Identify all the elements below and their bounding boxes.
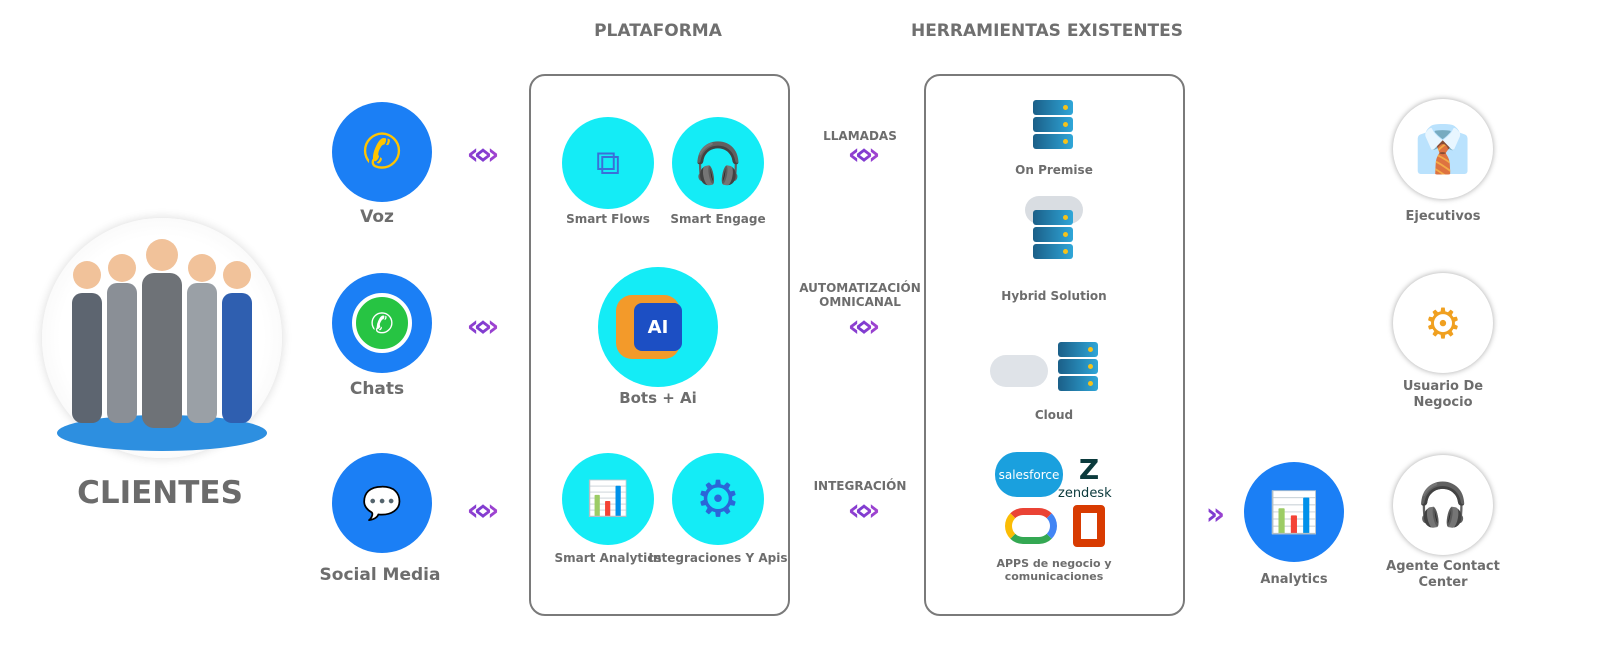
integration-label: INTEGRACIÓN bbox=[813, 479, 907, 493]
apps-label: APPS de negocio y comunicaciones bbox=[996, 557, 1112, 584]
tools-heading: HERRAMIENTAS EXISTENTES bbox=[910, 21, 1184, 41]
clients-group-image bbox=[42, 218, 282, 458]
server-icon bbox=[1033, 210, 1073, 261]
analytics-monitor-icon: 📊 bbox=[586, 479, 630, 519]
on-premise-label: On Premise bbox=[1015, 163, 1093, 177]
integrations-node[interactable]: ⚙ bbox=[672, 453, 764, 545]
agent-avatar: 🎧 bbox=[1393, 455, 1493, 555]
cloud-label: Cloud bbox=[1034, 408, 1074, 422]
zendesk-icon: Z bbox=[1078, 453, 1100, 486]
smart-flows-label: Smart Flows bbox=[566, 212, 650, 226]
phone-icon: ✆ bbox=[361, 124, 403, 180]
smart-analytics-label: Smart Analytics bbox=[554, 551, 662, 565]
bots-ai-label: Bots + Ai bbox=[619, 389, 697, 407]
platform-box bbox=[529, 74, 790, 616]
server-icon bbox=[1058, 342, 1098, 393]
bidirectional-arrow-icon: «» bbox=[831, 312, 891, 342]
bidirectional-arrow-icon: «» bbox=[450, 496, 510, 526]
voice-label: Voz bbox=[360, 207, 394, 227]
chats-channel[interactable]: ✆ bbox=[332, 273, 432, 373]
smart-flows-node[interactable]: ⧉ bbox=[562, 117, 654, 209]
business-user-label: Usuario De Negocio bbox=[1402, 379, 1484, 410]
clients-label: CLIENTES bbox=[77, 475, 243, 511]
voice-channel[interactable]: ✆ bbox=[332, 102, 432, 202]
hybrid-label: Hybrid Solution bbox=[1001, 289, 1107, 303]
google-cloud-icon bbox=[1005, 508, 1057, 544]
analytics-monitor-icon: 📊 bbox=[1269, 489, 1319, 536]
headset-icon: 🎧 bbox=[693, 140, 743, 187]
gear-icon: ⚙ bbox=[695, 470, 741, 528]
business-user-gear-icon: ⚙ bbox=[1424, 298, 1462, 348]
bots-ai-node[interactable]: AI bbox=[598, 267, 718, 387]
cloud-upload-icon bbox=[990, 355, 1048, 387]
agent-headset-icon: 🎧 bbox=[1416, 480, 1470, 529]
business-user-avatar: ⚙ bbox=[1393, 273, 1493, 373]
flowchart-icon: ⧉ bbox=[595, 143, 621, 183]
bidirectional-arrow-icon: «» bbox=[450, 140, 510, 170]
social-media-channel[interactable]: 💬 bbox=[332, 453, 432, 553]
chats-label: Chats bbox=[349, 379, 405, 399]
analytics-label: Analytics bbox=[1260, 572, 1328, 587]
automation-label: AUTOMATIZACIÓN OMNICANAL bbox=[799, 281, 921, 310]
zendesk-logo: zendesk bbox=[1058, 486, 1112, 501]
businessman-icon: 👔 bbox=[1414, 121, 1472, 176]
bidirectional-arrow-icon: «» bbox=[831, 496, 891, 526]
social-media-icon: 💬 bbox=[362, 484, 402, 522]
calls-label: LLAMADAS bbox=[823, 129, 897, 143]
social-media-label: Social Media bbox=[319, 565, 441, 585]
smart-engage-label: Smart Engage bbox=[670, 212, 766, 226]
whatsapp-icon: ✆ bbox=[352, 293, 412, 353]
salesforce-logo: salesforce bbox=[995, 452, 1063, 497]
smart-engage-node[interactable]: 🎧 bbox=[672, 117, 764, 209]
server-icon bbox=[1033, 100, 1073, 151]
bidirectional-arrow-icon: «» bbox=[450, 312, 510, 342]
smart-analytics-node[interactable]: 📊 bbox=[562, 453, 654, 545]
bidirectional-arrow-icon: «» bbox=[831, 140, 891, 170]
forward-arrow-icon: » bbox=[1190, 500, 1235, 530]
tools-box bbox=[924, 74, 1185, 616]
platform-heading: PLATAFORMA bbox=[594, 21, 722, 41]
executives-label: Ejecutivos bbox=[1405, 209, 1481, 224]
office-icon bbox=[1073, 505, 1105, 547]
agent-label: Agente Contact Center bbox=[1386, 559, 1500, 590]
people-icon bbox=[57, 239, 267, 451]
executive-avatar: 👔 bbox=[1393, 99, 1493, 199]
integrations-label: Integraciones Y Apis bbox=[648, 551, 788, 565]
ai-brain-icon: AI bbox=[634, 303, 682, 351]
analytics-node[interactable]: 📊 bbox=[1244, 462, 1344, 562]
